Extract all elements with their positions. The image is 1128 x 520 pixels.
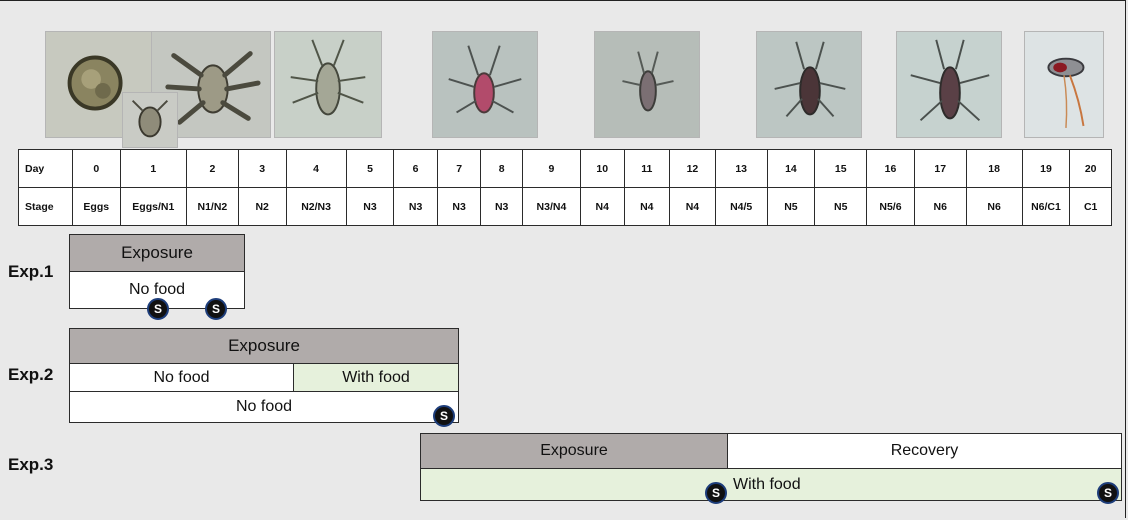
stage-cell: N3 xyxy=(393,187,438,226)
stage-cell: N5/6 xyxy=(866,187,915,226)
day-cell: 2 xyxy=(185,149,239,188)
egg-photo-icon xyxy=(45,31,153,138)
day-cell: 9 xyxy=(521,149,581,188)
day-cell: 3 xyxy=(237,149,287,188)
stage-cell: Eggs xyxy=(71,187,121,226)
stage-cell: C1 xyxy=(1069,187,1112,226)
day-cell: 8 xyxy=(480,149,523,188)
exp3-exposure-bar: Exposure xyxy=(420,433,728,469)
copepodite-c1-photo-icon xyxy=(1024,31,1104,138)
day-cell: 19 xyxy=(1021,149,1071,188)
exp3-with-food-label: With food xyxy=(733,475,801,493)
exp2-no-food-bar: No food xyxy=(69,363,294,392)
day-cell: 10 xyxy=(579,149,625,188)
nauplius-inset-photo-icon xyxy=(122,92,178,148)
day-cell: 20 xyxy=(1069,149,1112,188)
exp3-sample-marker-1: S xyxy=(705,482,727,504)
day-cell: 12 xyxy=(669,149,716,188)
stage-cell: N4 xyxy=(623,187,671,226)
exp3-with-food-bar: With food xyxy=(420,468,1122,501)
day-cell: 16 xyxy=(866,149,915,188)
nauplius-n2-photo-icon xyxy=(274,31,382,138)
stage-cell: N3/N4 xyxy=(521,187,581,226)
stage-cell: N4/5 xyxy=(714,187,768,226)
stage-cell: N2 xyxy=(237,187,287,226)
stage-cell: N6 xyxy=(913,187,967,226)
stage-cell: N4 xyxy=(579,187,625,226)
exp3-sample-marker-2: S xyxy=(1097,482,1119,504)
day-cell: 14 xyxy=(766,149,816,188)
stage-cell: N4 xyxy=(669,187,716,226)
stage-cell: N2/N3 xyxy=(285,187,347,226)
day-cell: 4 xyxy=(285,149,347,188)
exp2-sample-marker: S xyxy=(433,405,455,427)
exp2-control-no-food-bar: No food xyxy=(69,391,459,423)
exp1-sample-marker-2: S xyxy=(205,298,227,320)
day-cell: 5 xyxy=(345,149,395,188)
nauplius-n4-photo-icon xyxy=(594,31,700,138)
stage-cell: N5 xyxy=(766,187,816,226)
stage-cell: N3 xyxy=(436,187,482,226)
exp1-exposure-bar: Exposure xyxy=(69,234,245,272)
exp1-sample-marker-1: S xyxy=(147,298,169,320)
day-cell: 13 xyxy=(714,149,768,188)
nauplius-n5-photo-icon xyxy=(756,31,862,138)
day-cell: 17 xyxy=(913,149,967,188)
stage-cell: N3 xyxy=(345,187,395,226)
stage-cell: N6/C1 xyxy=(1021,187,1071,226)
exp1-label: Exp.1 xyxy=(8,262,54,281)
stage-row-label: Stage xyxy=(18,187,73,226)
day-cell: 0 xyxy=(71,149,121,188)
exp3-label: Exp.3 xyxy=(8,455,54,474)
day-cell: 7 xyxy=(436,149,482,188)
day-cell: 6 xyxy=(393,149,438,188)
stage-cell: N1/N2 xyxy=(185,187,239,226)
day-cell: 11 xyxy=(623,149,671,188)
stage-cell: Eggs/N1 xyxy=(119,187,187,226)
stage-cell: N6 xyxy=(965,187,1023,226)
day-cell: 15 xyxy=(814,149,868,188)
exp2-with-food-bar: With food xyxy=(293,363,459,392)
exp2-exposure-bar: Exposure xyxy=(69,328,459,364)
exp3-recovery-bar: Recovery xyxy=(727,433,1122,469)
day-cell: 18 xyxy=(965,149,1023,188)
day-row-label: Day xyxy=(18,149,73,188)
stage-cell: N5 xyxy=(814,187,868,226)
exp2-label: Exp.2 xyxy=(8,365,54,384)
day-cell: 1 xyxy=(119,149,187,188)
nauplius-n1-photo-icon xyxy=(151,31,271,138)
nauplius-n6-photo-icon xyxy=(896,31,1002,138)
nauplius-n3-photo-icon xyxy=(432,31,538,138)
stage-cell: N3 xyxy=(480,187,523,226)
